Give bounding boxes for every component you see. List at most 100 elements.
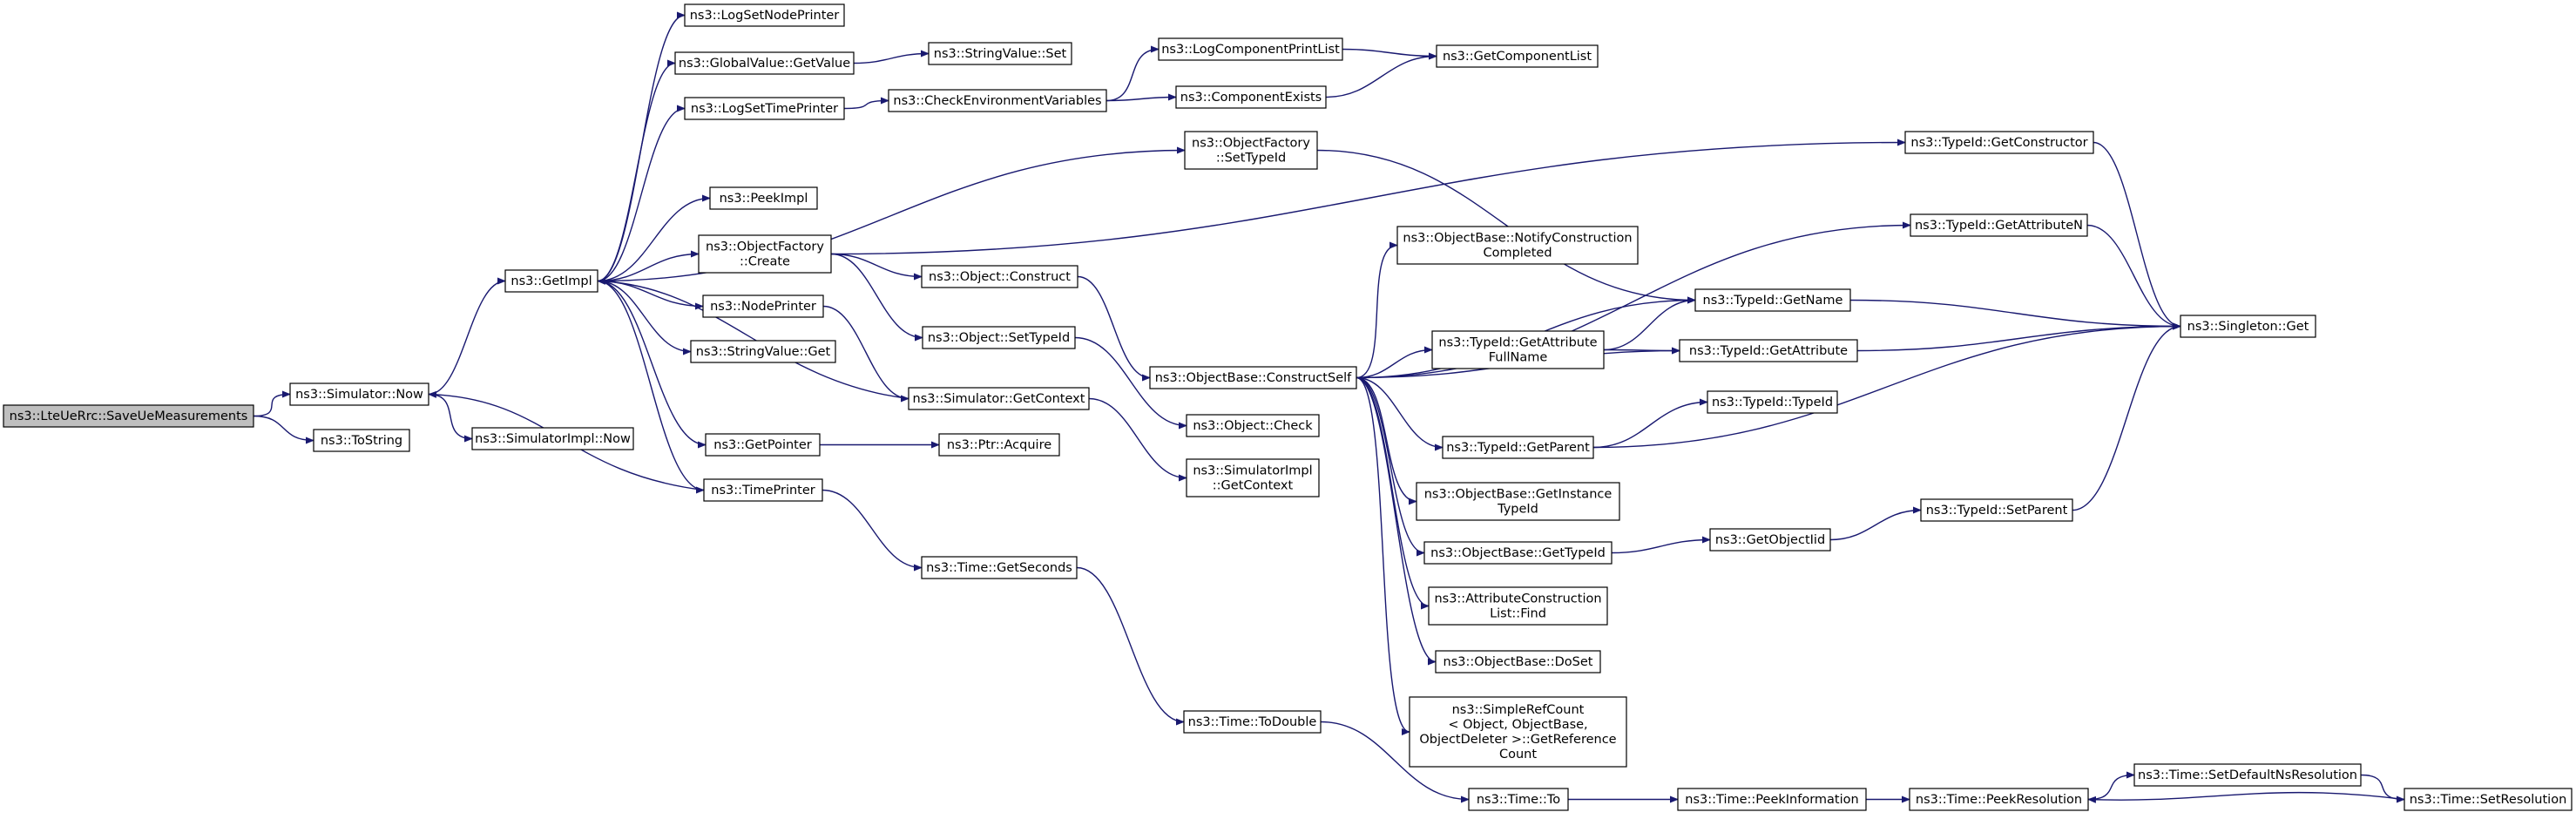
node-label: ns3::LogComponentPrintList <box>1161 43 1340 57</box>
node-box <box>1677 788 1867 811</box>
node-ofcreate[interactable]: ns3::ObjectFactory::Create <box>698 234 832 274</box>
node-simimplgetctx[interactable]: ns3::SimulatorImpl::GetContext <box>1186 458 1320 497</box>
edge-timetodouble-to-timeto <box>1320 721 1470 803</box>
edge-constructself-to-tidgetattrfull <box>1356 346 1433 379</box>
node-objcheck[interactable]: ns3::Object::Check <box>1186 414 1320 437</box>
node-simnow[interactable]: ns3::Simulator::Now <box>289 382 429 406</box>
node-label: ns3::Simulator::Now <box>295 388 423 402</box>
edge-constructself-to-notifyconst <box>1356 241 1398 379</box>
edge-constructself-to-getinsttid <box>1356 376 1417 505</box>
node-label: ns3::LogSetNodePrinter <box>690 9 840 23</box>
node-tidgetctor[interactable]: ns3::TypeId::GetConstructor <box>1904 131 2094 154</box>
node-label: ns3::TimePrinter <box>711 484 815 497</box>
node-tidgetname[interactable]: ns3::TypeId::GetName <box>1694 288 1851 312</box>
edge-tidgetparent-to-singletonget <box>1592 322 2181 449</box>
edges <box>253 11 2405 803</box>
edge-tidgetattrfull-to-tidgetattr <box>1603 347 1680 355</box>
node-timesetdefns[interactable]: ns3::Time::SetDefaultNsResolution <box>2133 763 2362 787</box>
node-srcgetref[interactable]: ns3::SimpleRefCount< Object, ObjectBase,… <box>1409 696 1627 768</box>
node-box <box>684 3 845 27</box>
node-box <box>1679 339 1858 362</box>
node-timeto[interactable]: ns3::Time::To <box>1468 788 1569 811</box>
node-label: ::GetContext <box>1213 479 1294 493</box>
node-getpointer[interactable]: ns3::GetPointer <box>705 433 821 457</box>
node-tidgetattrn[interactable]: ns3::TypeId::GetAttributeN <box>1910 213 2088 237</box>
node-ptracquire[interactable]: ns3::Ptr::Acquire <box>938 433 1060 457</box>
edge-compexists-to-getcomplist <box>1325 52 1437 98</box>
node-label: FullName <box>1489 351 1548 365</box>
edge-tidgetname-to-singletonget <box>1849 299 2181 330</box>
node-tidgetparent[interactable]: ns3::TypeId::GetParent <box>1442 436 1594 459</box>
node-compexists[interactable]: ns3::ComponentExists <box>1175 85 1327 109</box>
node-box <box>1431 330 1605 369</box>
node-box <box>2180 315 2316 338</box>
node-notifyconst[interactable]: ns3::ObjectBase::NotifyConstructionCompl… <box>1396 226 1639 265</box>
node-label: ns3::Simulator::GetContext <box>913 392 1085 406</box>
node-box <box>1436 44 1599 68</box>
node-box <box>928 42 1072 65</box>
node-box <box>1435 650 1601 673</box>
node-peekimpl[interactable]: ns3::PeekImpl <box>709 186 818 210</box>
node-simimplnow[interactable]: ns3::SimulatorImpl::Now <box>471 427 634 450</box>
node-nodeprinter[interactable]: ns3::NodePrinter <box>702 294 824 318</box>
node-box <box>684 97 845 120</box>
node-obgettid[interactable]: ns3::ObjectBase::GetTypeId <box>1423 541 1613 565</box>
node-box <box>1175 85 1327 109</box>
node-svset[interactable]: ns3::StringValue::Set <box>928 42 1072 65</box>
node-timegetsec[interactable]: ns3::Time::GetSeconds <box>921 556 1078 579</box>
node-gvgetvalue[interactable]: ns3::GlobalValue::GetValue <box>674 51 855 75</box>
edge-objsettypeid-to-objcheck <box>1074 336 1187 430</box>
edge-checkenv-to-compexists <box>1105 93 1177 102</box>
node-constructself[interactable]: ns3::ObjectBase::ConstructSelf <box>1149 366 1357 389</box>
node-getcomplist[interactable]: ns3::GetComponentList <box>1436 44 1599 68</box>
node-saveue[interactable]: ns3::LteUeRrc::SaveUeMeasurements <box>3 404 254 428</box>
node-box <box>703 478 823 502</box>
node-tidgetattr[interactable]: ns3::TypeId::GetAttribute <box>1679 339 1858 362</box>
node-obdoset[interactable]: ns3::ObjectBase::DoSet <box>1435 650 1601 673</box>
node-box <box>1158 37 1343 61</box>
node-timepeekinfo[interactable]: ns3::Time::PeekInformation <box>1677 788 1867 811</box>
edge-getimpl-to-getpointer <box>597 280 707 449</box>
node-objconstruct[interactable]: ns3::Object::Construct <box>921 265 1078 288</box>
node-tostring[interactable]: ns3::ToString <box>313 429 410 452</box>
node-tidsetparent[interactable]: ns3::TypeId::SetParent <box>1920 498 2073 522</box>
edge-saveue-to-tostring <box>253 415 314 444</box>
node-timesetres[interactable]: ns3::Time::SetResolution <box>2404 788 2573 811</box>
node-box <box>1707 390 1838 414</box>
node-svget[interactable]: ns3::StringValue::Get <box>690 340 836 363</box>
node-box <box>938 433 1060 457</box>
node-logsetnode[interactable]: ns3::LogSetNodePrinter <box>684 3 845 27</box>
node-simgetctx[interactable]: ns3::Simulator::GetContext <box>908 387 1090 410</box>
node-label: ns3::LogSetTimePrinter <box>691 102 838 116</box>
node-label: ns3::TypeId::TypeId <box>1712 396 1833 410</box>
node-tidtypeid[interactable]: ns3::TypeId::TypeId <box>1707 390 1838 414</box>
node-timeprinter[interactable]: ns3::TimePrinter <box>703 478 823 502</box>
node-box <box>504 269 598 293</box>
node-label: ns3::Time::PeekInformation <box>1685 793 1858 807</box>
node-logcpl[interactable]: ns3::LogComponentPrintList <box>1158 37 1343 61</box>
node-checkenv[interactable]: ns3::CheckEnvironmentVariables <box>888 89 1107 112</box>
node-label: ns3::Time::To <box>1477 793 1560 807</box>
node-logsettime[interactable]: ns3::LogSetTimePrinter <box>684 97 845 120</box>
node-label: ns3::TypeId::GetParent <box>1446 441 1590 455</box>
edge-tidgetattrn-to-singletonget <box>2086 224 2181 330</box>
node-timepeekres[interactable]: ns3::Time::PeekResolution <box>1909 788 2089 811</box>
node-box <box>1423 541 1613 565</box>
edge-nodeprinter-to-simgetctx <box>822 305 909 403</box>
node-objsettypeid[interactable]: ns3::Object::SetTypeId <box>922 326 1076 349</box>
node-singletonget[interactable]: ns3::Singleton::Get <box>2180 315 2316 338</box>
node-getimpl[interactable]: ns3::GetImpl <box>504 269 598 293</box>
node-label: ns3::Time::ToDouble <box>1188 715 1317 729</box>
edge-getimpl-to-logsettime <box>597 105 686 282</box>
node-box <box>1904 131 2094 154</box>
node-timetodouble[interactable]: ns3::Time::ToDouble <box>1183 710 1322 734</box>
edge-timesetres-to-timepeekres <box>2087 791 2405 803</box>
node-ofsettypeid[interactable]: ns3::ObjectFactory::SetTypeId <box>1184 131 1318 170</box>
node-getobjectiid[interactable]: ns3::GetObjectIid <box>1709 528 1831 552</box>
node-box <box>1396 226 1639 265</box>
node-label: ns3::GetObjectIid <box>1715 533 1825 547</box>
edge-ofcreate-to-objsettypeid <box>830 253 923 342</box>
